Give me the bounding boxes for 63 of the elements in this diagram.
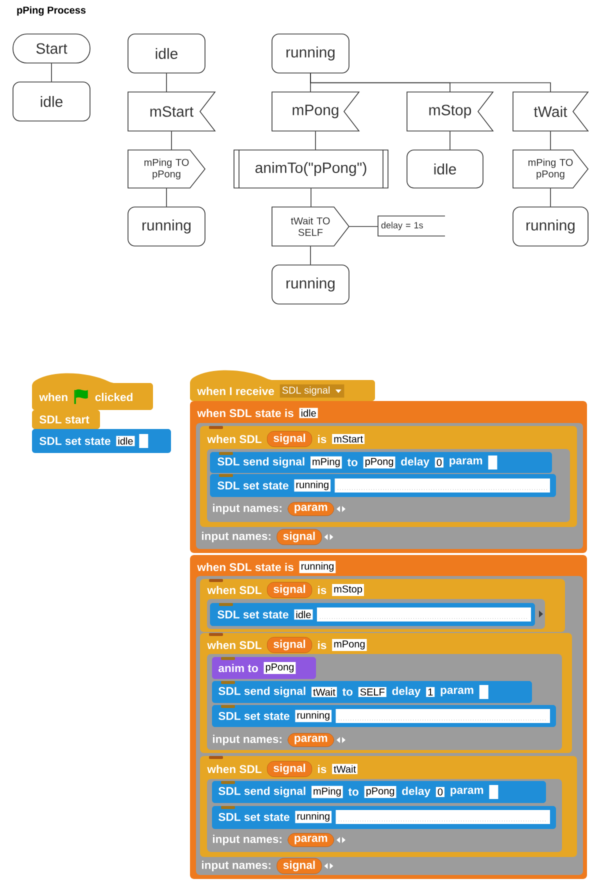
node-label: is bbox=[318, 586, 326, 594]
input-field: running bbox=[294, 479, 331, 492]
input-field: pPong bbox=[363, 456, 396, 468]
input-field: mStop bbox=[332, 584, 364, 596]
state-box: running bbox=[128, 206, 206, 246]
command-block: SDL send signal tWait to SELF delay 1 param bbox=[212, 681, 532, 703]
node-label: to bbox=[347, 458, 358, 466]
input-field: tWait bbox=[312, 686, 337, 698]
node-label: is bbox=[318, 640, 326, 650]
command-block: anim to pPong bbox=[212, 657, 316, 679]
connector-line bbox=[51, 62, 52, 82]
node-label: when SDL bbox=[207, 586, 262, 594]
node-label: when bbox=[39, 392, 68, 402]
title: pPing Process bbox=[17, 6, 86, 16]
node-label: when SDL bbox=[207, 640, 262, 650]
input-field: mPong bbox=[332, 639, 367, 651]
input-field: idle bbox=[116, 436, 135, 446]
connector-line bbox=[166, 72, 167, 92]
node-label: SDL set state bbox=[218, 482, 288, 490]
input-field: mPing bbox=[312, 786, 343, 798]
input-field: mPing bbox=[310, 456, 342, 469]
command-block: SDL set state idle bbox=[32, 429, 171, 453]
connector-line bbox=[315, 130, 316, 150]
state-box: running bbox=[512, 206, 588, 246]
command-block: SDL set state running bbox=[212, 705, 556, 727]
state-box: running bbox=[272, 264, 350, 304]
state-box: idle bbox=[406, 150, 484, 188]
command-block: SDL set state running bbox=[210, 474, 556, 497]
input-field: running bbox=[295, 810, 332, 824]
input-field: pPong bbox=[364, 786, 396, 798]
procedure-box: animTo("pPong") bbox=[234, 150, 388, 188]
command-block: SDL start bbox=[32, 410, 100, 429]
state-box: idle bbox=[12, 82, 90, 122]
node-label: delay bbox=[401, 457, 430, 468]
connector-line bbox=[550, 130, 551, 150]
node-label: clicked bbox=[95, 392, 132, 402]
hat-block: when I receive SDL signal bbox=[190, 370, 375, 401]
hat-block: when clicked bbox=[32, 373, 153, 410]
connector-line bbox=[166, 188, 167, 208]
connector-line bbox=[310, 72, 551, 92]
comment-bracket: delay = 1s bbox=[378, 216, 446, 236]
connector-line bbox=[310, 246, 311, 266]
command-block: SDL send signal mPing to pPong delay 0 param bbox=[212, 781, 546, 803]
command-block: SDL set state running bbox=[212, 806, 556, 829]
node-label: SDL start bbox=[40, 416, 90, 424]
input-field: mStart bbox=[332, 434, 365, 444]
connector-line bbox=[348, 226, 378, 227]
dropdown-menu: SDL signal bbox=[280, 384, 344, 398]
state-box: running bbox=[272, 34, 350, 74]
input-field: 1 bbox=[426, 687, 435, 697]
node-label: param bbox=[450, 458, 482, 467]
node-label: input names: bbox=[212, 734, 282, 746]
connector-line bbox=[171, 130, 172, 150]
node-label: SDL send signal bbox=[218, 457, 304, 468]
command-block: SDL set state idle bbox=[210, 603, 535, 626]
input-field: tWait bbox=[332, 764, 358, 774]
connector-line bbox=[310, 188, 312, 208]
connector-line bbox=[550, 188, 551, 208]
input-field: running bbox=[295, 710, 332, 722]
input-field: pPong bbox=[264, 662, 296, 674]
command-block: SDL send signal mPing to pPong delay 0 param bbox=[210, 452, 552, 473]
input-field: idle bbox=[294, 609, 313, 620]
state-box: idle bbox=[128, 34, 206, 74]
